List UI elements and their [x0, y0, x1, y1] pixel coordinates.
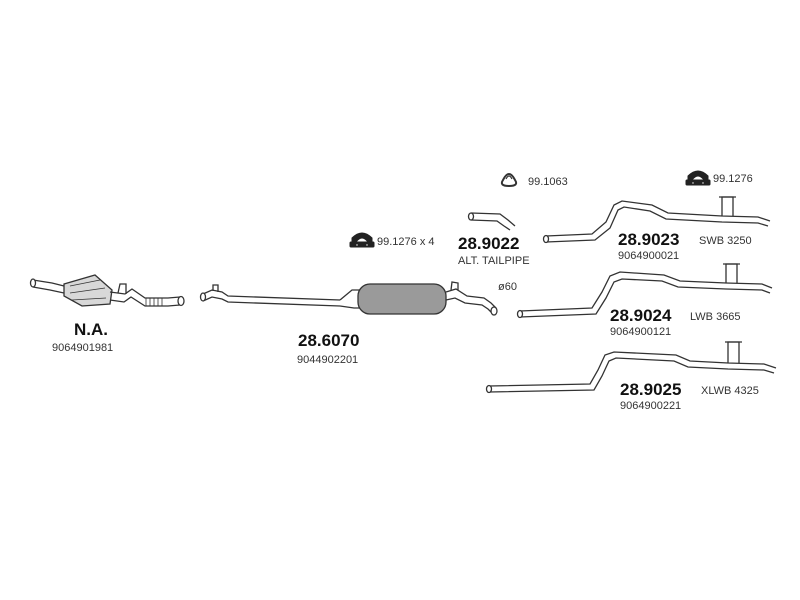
- part-number-lwb: 28.9024: [610, 306, 672, 325]
- top-clamp-ref: 99.1276: [713, 173, 753, 185]
- oe-number-swb: 9064900021: [618, 250, 680, 262]
- variant-swb: SWB 3250: [699, 235, 752, 247]
- alt-tailpipe[interactable]: [467, 212, 516, 231]
- tailpipe-lwb[interactable]: [516, 263, 773, 319]
- variant-xlwb: XLWB 4325: [701, 385, 759, 397]
- gasket-ring-icon: [500, 173, 518, 188]
- diameter-label: ø60: [498, 281, 517, 293]
- variant-lwb: LWB 3665: [690, 311, 741, 323]
- oe-number-xlwb: 9064900221: [620, 400, 682, 412]
- catalytic-converter-assembly[interactable]: [29, 274, 185, 307]
- alt-tailpipe-desc: ALT. TAILPIPE: [458, 255, 530, 267]
- part-number-alt-tailpipe: 28.9022: [458, 234, 520, 253]
- part-number-xlwb: 28.9025: [620, 380, 682, 399]
- part-number-middle: 28.6070: [298, 331, 360, 350]
- oe-number-middle: 9044902201: [297, 354, 359, 366]
- oe-number-catalyst: 9064901981: [52, 342, 114, 354]
- middle-pipe-with-muffler[interactable]: [199, 281, 498, 316]
- clamp-icon: [685, 170, 711, 186]
- gasket-ref: 99.1063: [528, 176, 568, 188]
- part-number-swb: 28.9023: [618, 230, 680, 249]
- part-number-catalyst: N.A.: [74, 320, 108, 339]
- clamp-ref-middle: 99.1276 x 4: [377, 236, 435, 248]
- tailpipe-swb[interactable]: [542, 196, 771, 244]
- tailpipe-xlwb[interactable]: [485, 341, 777, 394]
- oe-number-lwb: 9064900121: [610, 326, 672, 338]
- clamp-icon: [349, 232, 375, 248]
